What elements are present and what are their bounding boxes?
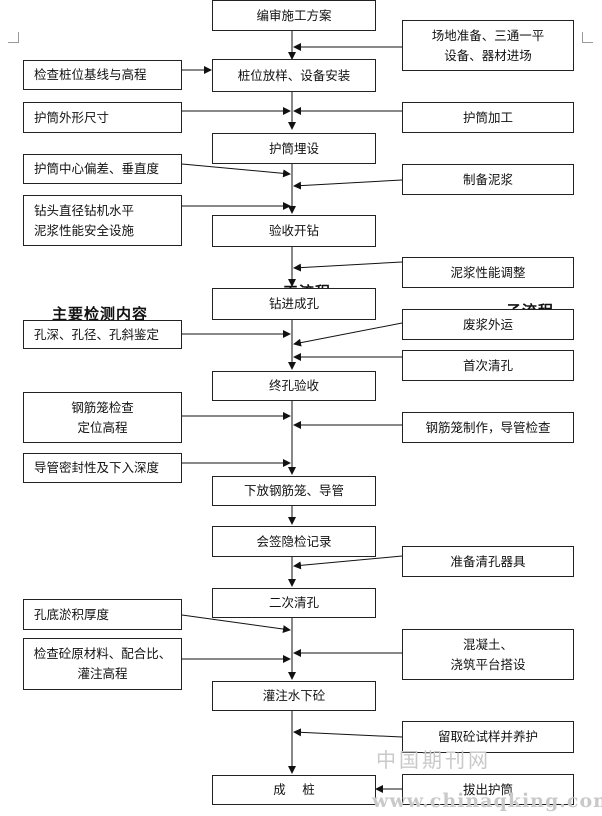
check-casing-dimensions: 护筒外形尺寸 [23, 102, 182, 133]
sub-pull-casing: 拔出护筒 [402, 774, 574, 805]
sub-prepare-mud: 制备泥浆 [402, 164, 574, 195]
check-sediment-thickness: 孔底淤积厚度 [23, 599, 182, 630]
main-step-sign-records: 会签隐检记录 [212, 526, 376, 557]
sub-mud-adjustment: 泥浆性能调整 [402, 257, 574, 288]
main-step-pour-concrete: 灌注水下砼 [212, 681, 376, 711]
main-step-prepare-plan: 编审施工方案 [212, 0, 376, 31]
check-casing-deviation: 护筒中心偏差、垂直度 [23, 154, 182, 184]
check-pipe-sealing: 导管密封性及下入深度 [23, 453, 182, 483]
crop-mark-left [8, 32, 19, 43]
main-step-accept-start-drill: 验收开钻 [212, 215, 376, 247]
sub-site-preparation: 场地准备、三通一平 设备、器材进场 [402, 20, 574, 71]
main-step-stakeout-install: 桩位放样、设备安装 [212, 59, 376, 92]
check-baseline-elevation: 检查桩位基线与高程 [23, 60, 182, 90]
check-cage-position: 钢筋笼检查 定位高程 [23, 392, 182, 443]
watermark-url: www.chinaqking.com [372, 790, 602, 812]
check-hole-depth-diameter: 孔深、孔径、孔斜鉴定 [23, 320, 182, 349]
main-step-casing-burying: 护筒埋设 [212, 133, 376, 164]
main-step-final-hole-accept: 终孔验收 [212, 371, 376, 401]
main-step-second-clean: 二次清孔 [212, 588, 376, 618]
main-step-pile-complete: 成 桩 [212, 775, 376, 805]
crop-mark-right [582, 32, 593, 43]
left-heading: 主要检测内容 [52, 305, 149, 323]
sub-clean-tools: 准备清孔器具 [402, 546, 574, 577]
check-drill-bit-mud: 钻头直径钻机水平 泥浆性能安全设施 [23, 195, 182, 246]
watermark-cn: 中国期刊网 [376, 748, 491, 772]
sub-waste-mud-removal: 废浆外运 [402, 309, 574, 340]
sub-concrete-platform: 混凝土、 浇筑平台搭设 [402, 629, 574, 680]
main-step-drill-hole: 钻进成孔 [212, 288, 376, 320]
sub-cage-fabrication: 钢筋笼制作，导管检查 [402, 412, 574, 443]
check-concrete-materials: 检查砼原材料、配合比、 灌注高程 [23, 638, 182, 690]
sub-concrete-samples: 留取砼试样并养护 [402, 721, 574, 753]
main-step-lower-cage-pipe: 下放钢筋笼、导管 [212, 476, 376, 506]
sub-casing-fabrication: 护筒加工 [402, 102, 574, 133]
sub-first-clean: 首次清孔 [402, 350, 574, 381]
